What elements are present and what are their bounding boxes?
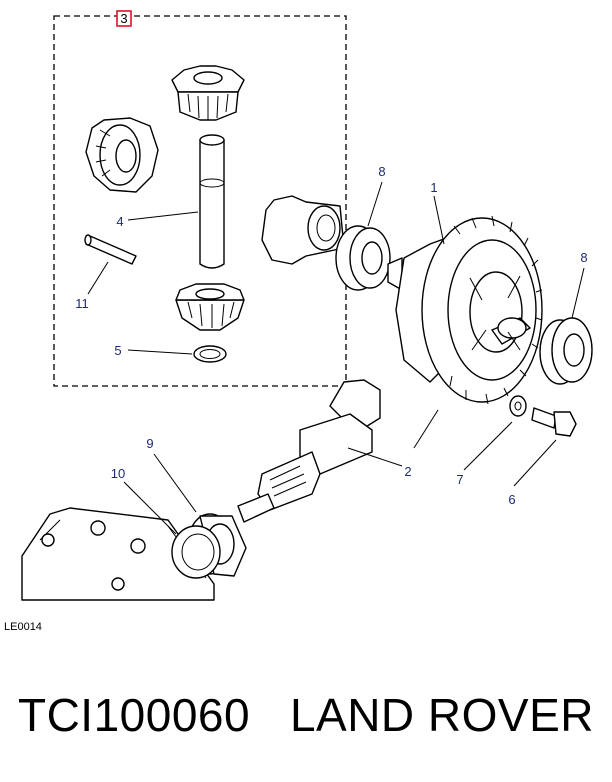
callout-7: 7 — [456, 472, 463, 487]
exploded-parts-diagram: 3 — [4, 10, 593, 633]
callout-5: 5 — [114, 343, 121, 358]
callout-3: 3 — [120, 11, 127, 26]
kit-boundary — [53, 15, 347, 387]
leader-8a — [367, 181, 383, 227]
roll-pin — [84, 234, 137, 265]
leader-1 — [433, 195, 445, 245]
callout-8-left: 8 — [378, 164, 385, 179]
differential-assembly — [387, 215, 543, 405]
axle-housing — [21, 507, 215, 601]
callout-4: 4 — [116, 214, 123, 229]
leader-5 — [127, 349, 193, 355]
callout-8-right: 8 — [580, 250, 587, 265]
leader-9 — [153, 453, 197, 513]
washer — [509, 395, 527, 417]
callout-2: 2 — [404, 464, 411, 479]
leader-4 — [127, 211, 199, 221]
bearing-left — [335, 225, 391, 291]
bearing-right — [539, 317, 593, 385]
leader-6 — [513, 439, 557, 487]
oil-seal — [171, 525, 221, 579]
part-number: TCI100060 — [17, 689, 251, 741]
callout-1: 1 — [430, 180, 437, 195]
kit-marker — [116, 10, 132, 27]
leader-2 — [347, 447, 403, 467]
leader-7 — [463, 421, 513, 471]
leader-11 — [87, 261, 109, 295]
leader-2b — [413, 409, 439, 449]
leader-8b — [571, 267, 585, 319]
callout-6: 6 — [508, 492, 515, 507]
bevel-gear-top — [171, 65, 245, 121]
footer-caption: TCI100060 LAND ROVER — [0, 688, 612, 742]
thrust-washer — [193, 345, 227, 363]
callout-9: 9 — [146, 436, 153, 451]
figure-reference: LE0014 — [4, 621, 42, 633]
side-gear-splined — [261, 195, 345, 265]
bolt — [531, 407, 577, 437]
callout-11: 11 — [75, 296, 89, 311]
cross-shaft — [199, 134, 225, 269]
leader-10 — [123, 481, 177, 535]
pinion-shaft — [237, 379, 381, 523]
callout-10: 10 — [111, 466, 125, 481]
brand-name: LAND ROVER — [289, 689, 595, 741]
bevel-gear-left — [85, 117, 159, 193]
bevel-gear-bottom — [175, 283, 245, 331]
